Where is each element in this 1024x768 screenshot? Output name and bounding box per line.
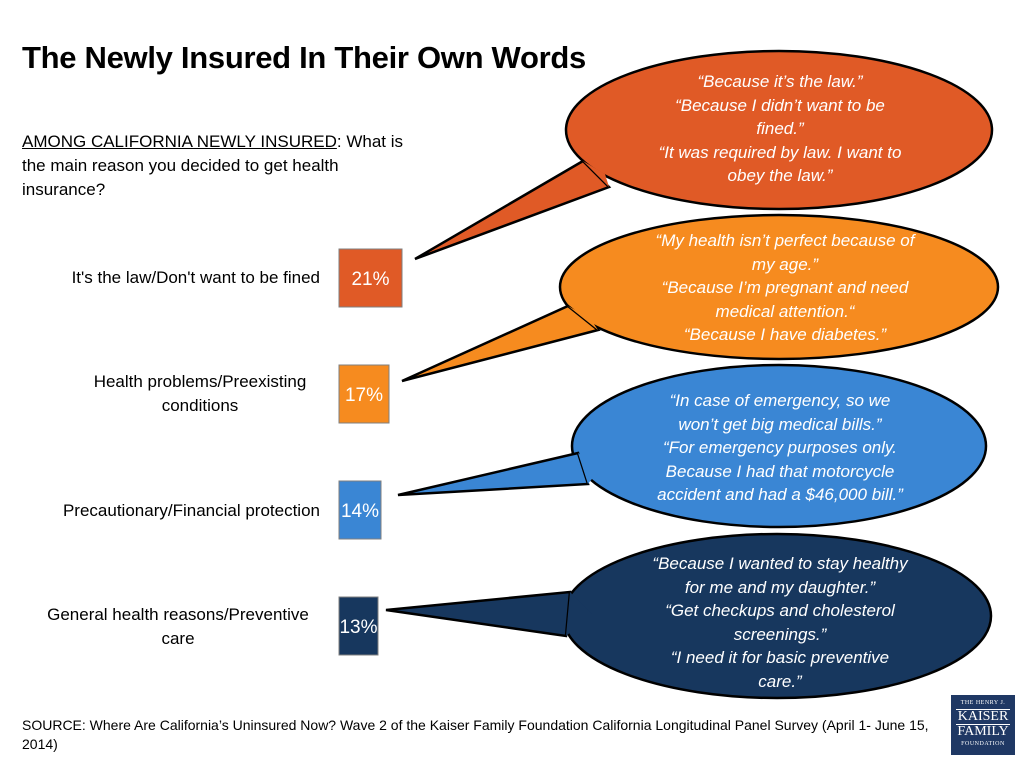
logo-line-4: FOUNDATION [961,741,1005,747]
logo-line-1: THE HENRY J. [960,700,1006,706]
quote-bubble-1 [558,213,1000,361]
bar-2 [338,480,382,540]
quote-bubble-2 [570,363,988,529]
kff-logo: THE HENRY J. KAISER FAMILY FOUNDATION [951,695,1015,755]
quote-line: medical attention.“ [715,301,855,321]
bar-0 [338,248,403,308]
quote-line: screenings.” [733,624,827,644]
quote-bubble-joint-0 [583,161,609,187]
quote-bubble-text-0: “Because it’s the law.” “Because I didn’t… [600,70,960,188]
quote-bubble-text-3: “Because I wanted to stay healthy for me … [600,552,960,693]
quote-line: “Get checkups and cholesterol [665,601,895,620]
source-note: SOURCE: Where Are California’s Uninsured… [22,717,929,752]
question-text: : What is the main reason you decided to… [22,132,403,199]
quote-line: obey the law.” [727,166,833,185]
bar-3 [338,596,379,656]
quote-bubble-tail-2 [397,451,590,497]
logo-line-3: FAMILY [957,724,1009,739]
quote-line: “For emergency purposes only. [662,438,897,457]
quote-line: won’t get big medical bills.” [678,414,882,434]
quote-bubble-text-1: “My health isn’t perfect because of my ag… [600,229,970,347]
quote-bubble-0 [564,49,994,211]
quote-line: “It was required by law. I want to [658,142,902,162]
category-label-3: General health reasons/Preventive care [47,605,309,648]
quote-line: Because I had that motorcycle [665,461,895,481]
quote-bubble-joint-3 [566,592,592,636]
quote-line: “Because it’s the law.” [697,72,863,91]
logo-line-2: KAISER [956,709,1010,725]
bar-label-3: 13% [339,617,377,638]
survey-question: AMONG CALIFORNIA NEWLY INSURED: What is … [22,130,422,202]
bar-label-0: 21% [351,269,389,290]
category-label-0: It's the law/Don't want to be fined [71,268,320,287]
quote-line: “Because I have diabetes.” [683,325,887,344]
quote-line: fined.” [756,119,804,138]
question-label: AMONG CALIFORNIA NEWLY INSURED [22,132,337,151]
quote-bubble-tail-1 [401,304,601,383]
quote-line: “Because I’m pregnant and need [661,278,909,297]
quote-line: accident and had a $46,000 bill.” [657,485,903,504]
quote-line: care.” [758,671,802,691]
quote-bubble-joint-2 [578,453,600,484]
quote-bubble-joint-1 [568,306,598,330]
quote-bubble-tail-3 [385,590,572,638]
quote-line: my age.” [751,254,819,274]
quote-line: for me and my daughter.” [684,577,876,597]
quote-line: “In case of emergency, so we [669,391,891,410]
quote-line: “I need it for basic preventive [670,648,890,667]
bar-label-2: 14% [341,501,379,522]
quote-line: “Because I didn’t want to be [675,95,885,115]
quote-bubble-text-2: “In case of emergency, so we won’t get bi… [600,389,960,507]
quote-line: “My health isn’t perfect because of [655,231,915,250]
category-label-1: Health problems/Preexisting conditions [93,372,307,415]
category-label-2: Precautionary/Financial protection [62,501,320,520]
bar-label-1: 17% [345,385,383,406]
quote-bubble-tail-0 [414,159,612,261]
quote-line: “Because I wanted to stay healthy [652,554,908,573]
page-title: The Newly Insured In Their Own Words [22,40,586,75]
bar-1 [338,364,390,424]
